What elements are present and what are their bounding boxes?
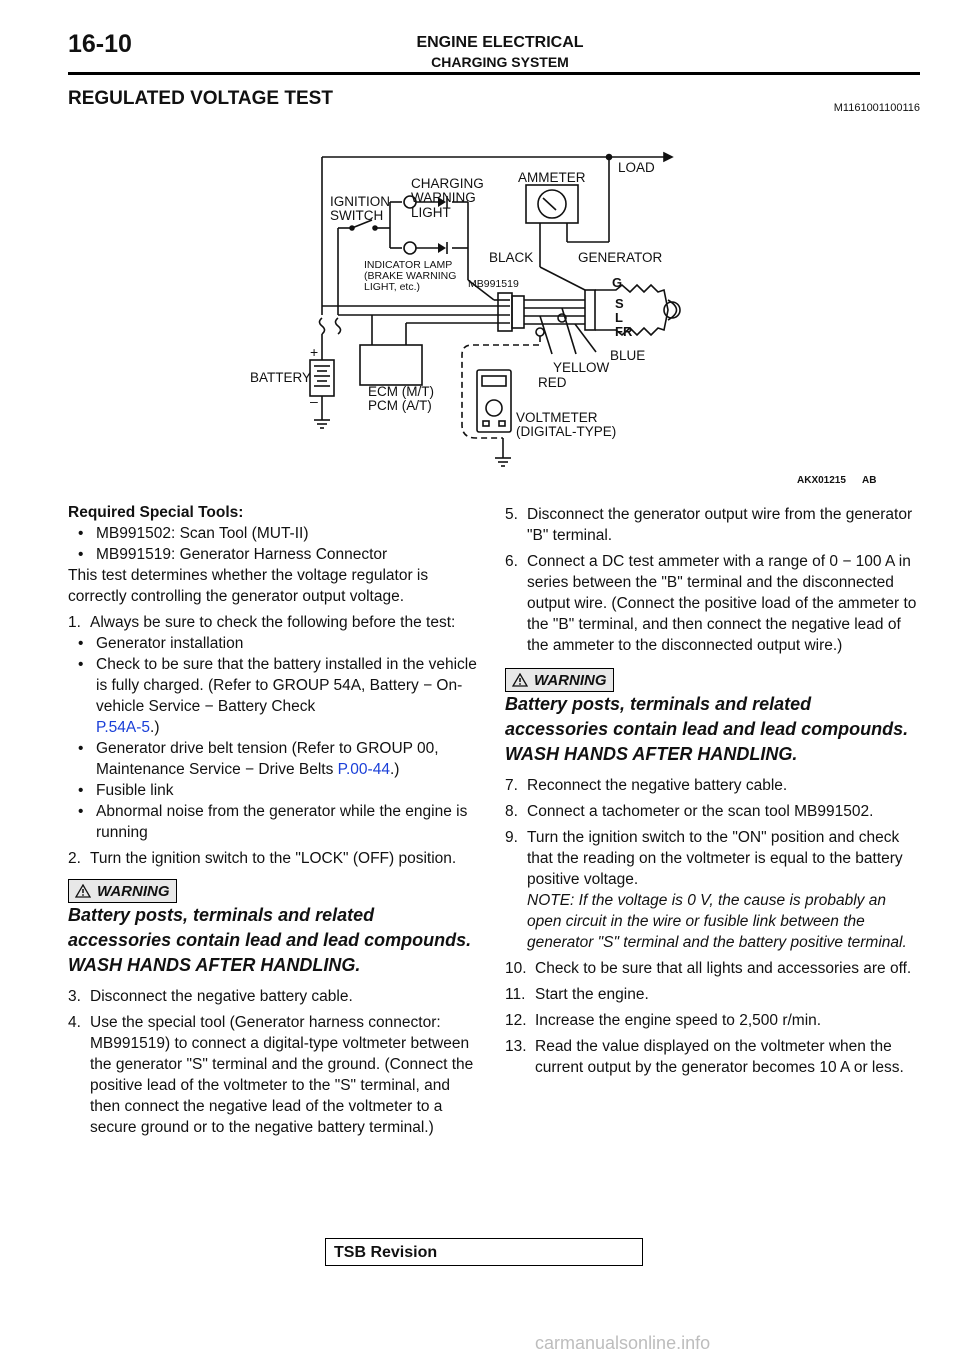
section-title: CHARGING SYSTEM [431, 54, 569, 70]
label-indicator-lamp: INDICATOR LAMP [364, 259, 452, 271]
tool-item: MB991502: Scan Tool (MUT-II) [68, 523, 480, 544]
watermark: carmanualsonline.info [535, 1333, 711, 1353]
label-warning: WARNING [411, 190, 476, 205]
label-charging: CHARGING [411, 176, 484, 191]
step-13: 13. Read the value displayed on the volt… [505, 1038, 904, 1076]
step-number: 1. [68, 614, 81, 631]
label-blue: BLUE [610, 348, 645, 363]
label-ammeter: AMMETER [518, 170, 586, 185]
page-number: 16-10 [68, 30, 132, 58]
step-6: 6. Connect a DC test ammeter with a rang… [505, 553, 917, 654]
label-yellow: YELLOW [553, 360, 610, 375]
step-11: 11. Start the engine. [505, 986, 649, 1003]
step-9: 9. Turn the ignition switch to the "ON" … [505, 829, 903, 888]
figure-code: AKX01215 [797, 475, 846, 486]
step-4: 4. Use the special tool (Generator harne… [68, 1014, 474, 1136]
label-battery: BATTERY [250, 370, 311, 385]
warning-triangle-icon [74, 883, 92, 898]
warning-text: Battery posts, terminals and related acc… [505, 694, 909, 764]
check-item: Generator installation [68, 633, 480, 654]
label-generator: GENERATOR [578, 250, 663, 265]
battery-plus: + [310, 344, 318, 360]
label-brake-warning: (BRAKE WARNING [364, 270, 456, 282]
tsb-revision-box: TSB Revision [325, 1238, 643, 1266]
terminal-l: L [615, 310, 623, 325]
warning-badge: WARNING [68, 879, 177, 903]
label-digital-type: (DIGITAL-TYPE) [516, 424, 616, 439]
chapter-title: ENGINE ELECTRICAL [416, 34, 584, 51]
link-p54a-5[interactable]: P.54A-5 [96, 719, 151, 736]
header-rule [68, 72, 920, 75]
check-item: Generator drive belt tension (Refer to G… [68, 738, 480, 780]
label-ignition: IGNITION [330, 194, 390, 209]
warning-text: Battery posts, terminals and related acc… [68, 905, 472, 975]
label-voltmeter: VOLTMETER [516, 410, 598, 425]
step-text: Always be sure to check the following be… [90, 614, 456, 631]
step-10: 10. Check to be sure that all lights and… [505, 960, 912, 977]
label-load: LOAD [618, 160, 655, 175]
step-1: 1. Always be sure to check the following… [68, 612, 480, 633]
step-7: 7. Reconnect the negative battery cable. [505, 777, 788, 794]
step-2: 2. Turn the ignition switch to the "LOCK… [68, 850, 457, 867]
link-p00-44[interactable]: P.00-44 [337, 761, 390, 778]
label-connector: MB991519 [468, 278, 519, 290]
left-column: Required Special Tools: MB991502: Scan T… [68, 502, 480, 1138]
label-light: LIGHT [411, 205, 451, 220]
label-switch: SWITCH [330, 208, 383, 223]
figure-suffix: AB [862, 475, 876, 486]
terminal-g: G [612, 275, 622, 290]
tools-heading: Required Special Tools: [68, 504, 244, 521]
step-5: 5. Disconnect the generator output wire … [505, 506, 913, 544]
intro-text: This test determines whether the voltage… [68, 567, 429, 605]
note-text: NOTE: If the voltage is 0 V, the cause i… [527, 892, 907, 951]
right-column: 5. Disconnect the generator output wire … [505, 504, 918, 1078]
tool-item: MB991519: Generator Harness Connector [68, 544, 480, 565]
check-item: Fusible link [68, 780, 480, 801]
label-light-etc: LIGHT, etc.) [364, 281, 420, 293]
label-red: RED [538, 375, 567, 390]
label-black: BLACK [489, 250, 533, 265]
warning-triangle-icon [511, 672, 529, 687]
wiring-diagram: LOAD AMMETER CHARGING WARNING LIGHT IGNI… [250, 151, 876, 486]
step-12: 12. Increase the engine speed to 2,500 r… [505, 1012, 822, 1029]
label-ecm: ECM (M/T) [368, 384, 434, 399]
battery-minus: – [310, 393, 318, 409]
label-pcm: PCM (A/T) [368, 398, 432, 413]
step-8: 8. Connect a tachometer or the scan tool… [505, 803, 874, 820]
document-code: M1161001100116 [833, 102, 920, 114]
step-3: 3. Disconnect the negative battery cable… [68, 988, 353, 1005]
page-title: REGULATED VOLTAGE TEST [68, 88, 333, 109]
check-item: Check to be sure that the battery instal… [68, 654, 480, 738]
terminal-s: S [615, 296, 624, 311]
check-item: Abnormal noise from the generator while … [68, 801, 480, 843]
warning-badge: WARNING [505, 668, 614, 692]
terminal-fr: FR [615, 324, 633, 339]
